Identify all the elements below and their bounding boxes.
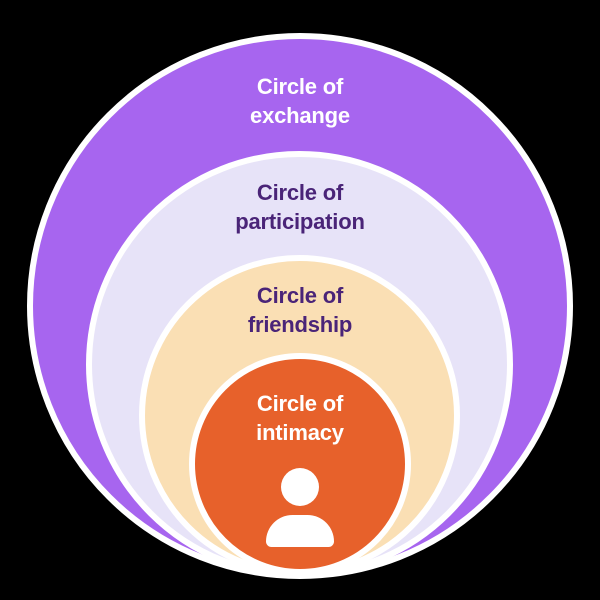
circle-participation-label: Circle of participation — [0, 178, 600, 236]
label-line: intimacy — [256, 420, 344, 445]
label-line: friendship — [247, 312, 353, 337]
label-line: exchange — [250, 103, 350, 128]
label-line: Circle of — [256, 180, 344, 205]
circle-exchange-label: Circle of exchange — [0, 72, 600, 130]
circle-friendship-label: Circle of friendship — [0, 281, 600, 339]
label-line: Circle of — [256, 283, 344, 308]
label-line: participation — [235, 209, 365, 234]
label-line: Circle of — [256, 391, 344, 416]
circle-intimacy — [189, 353, 411, 575]
circle-intimacy-label: Circle of intimacy — [0, 389, 600, 447]
label-line: Circle of — [256, 74, 344, 99]
